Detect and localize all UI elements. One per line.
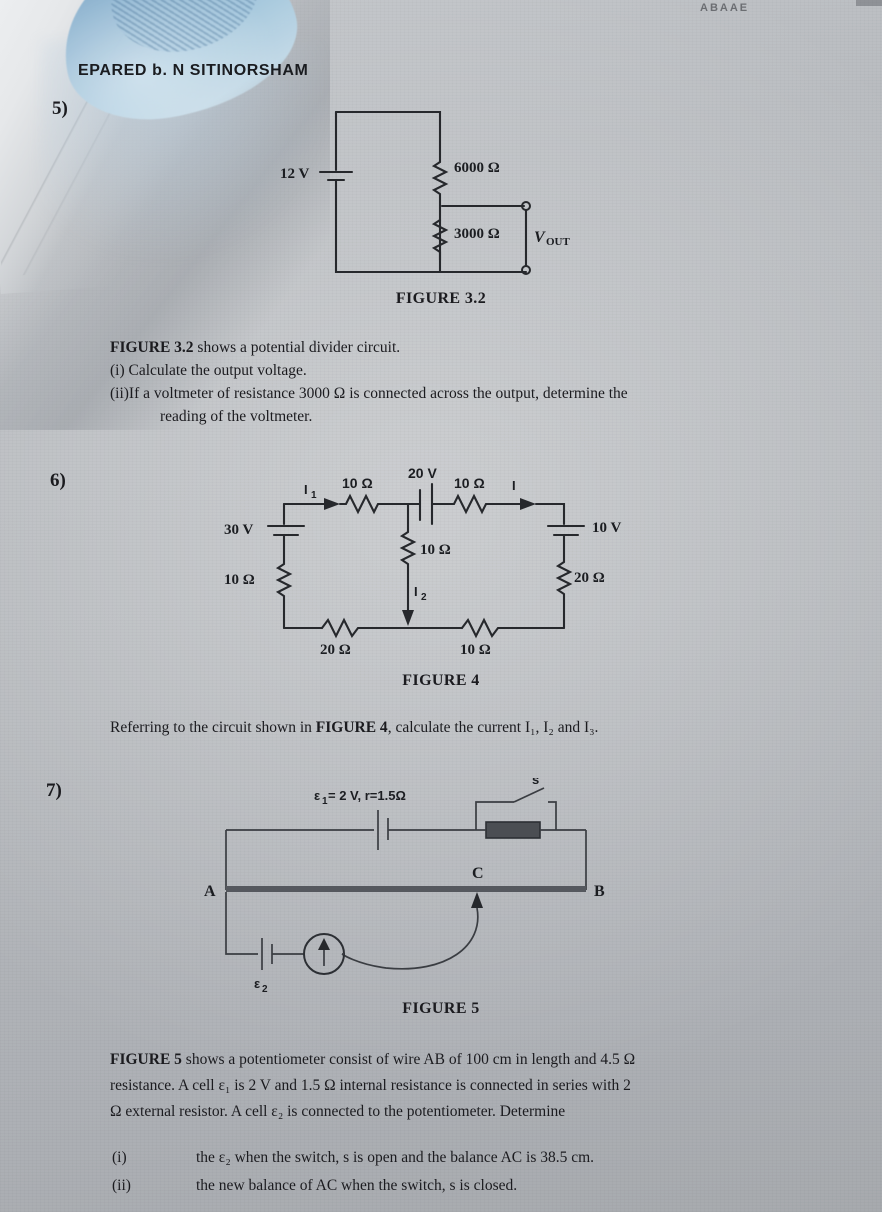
svg-text:10 Ω: 10 Ω [420,542,451,558]
question-7-line-3: Ω external resistor. A cell ε₂ is connec… [110,1103,566,1120]
question-5-line-1: FIGURE 3.2 shows a potential divider cir… [110,336,810,359]
page-header: EPARED b. N SITINORSHAM [78,62,309,79]
figure-3-2-circuit: 12 V 6000 Ω 3000 Ω V OUT [258,100,578,290]
svg-text:20 V: 20 V [408,465,437,481]
svg-text:20 Ω: 20 Ω [574,570,605,586]
q6-prompt-post: , calculate the current I₁, I₂ and I₃. [387,719,599,736]
svg-text:30 V: 30 V [224,522,253,538]
q5-line1-text: shows a potential divider circuit. [193,339,401,356]
svg-text:2: 2 [421,592,427,603]
question-number-5: 5) [52,98,68,119]
potentiometer-wire-ab [226,886,586,892]
q7-figure-ref: FIGURE 5 [110,1051,182,1068]
question-5-line-2: (i) Calculate the output voltage. [110,362,307,379]
svg-text:ε: ε [314,788,320,803]
svg-text:s: s [532,778,539,787]
top-right-mark [856,0,882,6]
question-5-line-3: (ii)If a voltmeter of resistance 3000 Ω … [110,385,628,402]
question-6-prompt: Referring to the circuit shown in FIGURE… [110,716,810,739]
external-resistor-block [485,821,541,839]
svg-text:ε: ε [254,976,260,991]
svg-text:10 Ω: 10 Ω [342,475,373,491]
svg-text:B: B [594,883,605,900]
svg-text:3000 Ω: 3000 Ω [454,226,500,242]
question-7-line-1: FIGURE 5 shows a potentiometer consist o… [110,1048,822,1071]
question-7-sub-text-i: the ε₂ when the switch, s is open and th… [196,1149,595,1166]
svg-text:12 V: 12 V [280,166,309,182]
svg-text:C: C [472,865,484,882]
svg-text:I: I [304,482,308,497]
top-faint-text: ABAAE [700,2,750,14]
q5-figure-ref: FIGURE 3.2 [110,339,194,356]
svg-text:10 Ω: 10 Ω [460,642,491,658]
q6-prompt-pre: Referring to the circuit shown in [110,719,316,736]
svg-text:2: 2 [262,984,268,995]
figure-4-circuit: I 1 10 Ω 20 V 10 Ω I 30 [212,462,632,662]
question-7-line-2: resistance. A cell ε₁ is 2 V and 1.5 Ω i… [110,1077,631,1094]
svg-text:6000 Ω: 6000 Ω [454,160,500,176]
svg-text:I: I [414,584,418,599]
svg-text:V: V [534,229,546,246]
question-number-7: 7) [46,780,62,801]
q6-figure-ref: FIGURE 4 [315,719,388,736]
svg-text:10 Ω: 10 Ω [454,475,485,491]
figure-5-circuit: ε 1 = 2 V, r=1.5Ω s A B [196,778,626,1008]
question-number-6: 6) [50,470,66,491]
figure-caption-5: FIGURE 5 [402,1000,480,1017]
question-7-sub-marker-ii: (ii) [112,1177,131,1194]
q7-line1-text: shows a potentiometer consist of wire AB… [181,1051,636,1068]
svg-text:A: A [204,883,216,900]
svg-text:1: 1 [311,490,317,501]
svg-text:10 Ω: 10 Ω [224,572,255,588]
svg-text:OUT: OUT [546,236,571,248]
figure-caption-3-2: FIGURE 3.2 [395,290,487,307]
svg-text:20 Ω: 20 Ω [320,642,351,658]
svg-text:10 V: 10 V [592,520,621,536]
svg-text:= 2 V, r=1.5Ω: = 2 V, r=1.5Ω [328,788,406,803]
svg-text:1: 1 [322,796,328,807]
figure-caption-4: FIGURE 4 [402,672,480,689]
svg-text:I: I [512,478,516,493]
question-7-sub-marker-i: (i) [112,1149,127,1166]
question-7-sub-text-ii: the new balance of AC when the switch, s… [196,1177,518,1194]
question-5-line-4: reading of the voltmeter. [160,408,313,425]
